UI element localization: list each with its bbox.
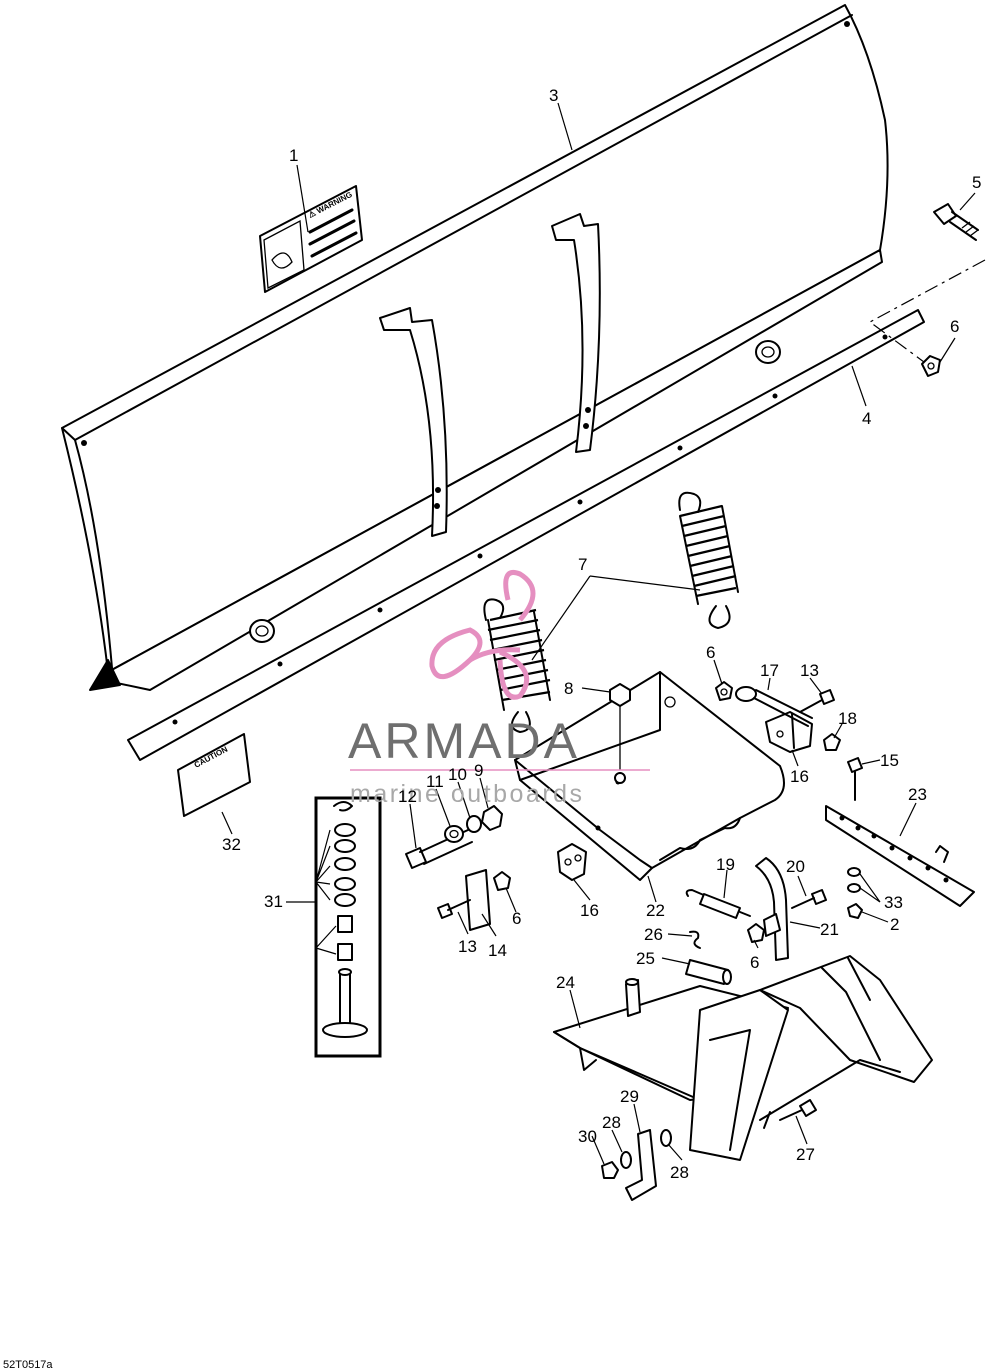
blade-brace-right [551,213,601,453]
hex-bolt-upper [799,689,835,713]
callout-8: 8 [564,679,573,698]
callout-22: 22 [646,901,665,920]
callout-33: 33 [884,893,903,912]
clip-26 [689,930,701,949]
callout-28: 28 [602,1113,621,1132]
leader-lines [221,102,976,1165]
hinge-bracket-left [557,843,587,881]
callout-labels: 1 3 5 6 4 7 8 6 17 13 18 16 9 10 11 12 1… [222,86,981,1182]
callout-4: 4 [862,409,871,428]
skid-washers-33 [847,867,861,893]
callout-6: 6 [512,909,521,928]
callout-6: 6 [706,643,715,662]
lock-spring-19 [685,889,751,919]
callout-20: 20 [786,857,805,876]
callout-11: 11 [426,772,444,791]
blade-brace-left [379,307,448,537]
armada-watermark: ARMADA marine outboards [348,570,650,808]
blade-bushing-left [249,619,275,643]
callout-16: 16 [580,901,599,920]
callout-25: 25 [636,949,655,968]
callout-9: 9 [474,761,483,780]
callout-13: 13 [800,661,819,680]
watermark-tagline: marine outboards [350,780,585,808]
callout-12: 12 [398,787,417,806]
callout-16: 16 [790,767,809,786]
lock-nut-18 [823,733,841,751]
push-frame [514,671,785,881]
callout-6: 6 [750,953,759,972]
flange-nut-wearbar [921,355,941,377]
callout-18: 18 [838,709,857,728]
bolt-alignment-line [868,259,986,366]
hex-bolt-lower [437,899,471,919]
callout-24: 24 [556,973,575,992]
drawing-code: 52T0517a [3,1359,53,1371]
skid-bolt-15 [847,757,863,801]
callout-1: 1 [289,146,298,165]
spring-right [678,491,739,629]
callout-2: 2 [890,915,899,934]
mount-bolt-27 [779,1099,817,1121]
skid-nut-2 [847,903,863,919]
latch-plate-29 [625,1129,657,1201]
bushing-11 [444,825,464,843]
callout-5: 5 [972,173,981,192]
callout-26: 26 [644,925,663,944]
carriage-bolt [933,203,979,241]
callout-27: 27 [796,1145,815,1164]
watermark-name: ARMADA [348,713,580,769]
washer-28-left [620,1151,632,1169]
callout-28: 28 [670,1163,689,1182]
callout-31: 31 [264,892,283,911]
callout-19: 19 [716,855,735,874]
blade-bushing-right [755,340,781,364]
callout-29: 29 [620,1087,639,1106]
caution-decal: CAUTION [177,733,251,817]
flange-nut-frame [715,681,733,701]
callout-21: 21 [820,920,839,939]
hinge-bracket-right [765,711,813,753]
mounting-bracket [553,955,933,1161]
washer-10 [466,815,482,833]
flange-nut-lock [747,923,765,943]
callout-6: 6 [950,317,959,336]
lock-bolt-20 [791,889,827,909]
adjuster-rod [735,686,813,727]
pin-25 [685,959,732,985]
callout-23: 23 [908,785,927,804]
clamp-plate [465,869,491,931]
hardware-kit-box [314,796,382,1058]
hex-nut-8 [609,683,631,784]
callout-32: 32 [222,835,241,854]
nut-9 [481,805,503,831]
callout-15: 15 [880,751,899,770]
callout-13: 13 [458,937,477,956]
callout-17: 17 [760,661,779,680]
callout-3: 3 [549,86,558,105]
washer-28-right [660,1129,672,1147]
callout-7: 7 [578,555,587,574]
callout-14: 14 [488,941,507,960]
skid-shoe [825,805,975,907]
plow-blade [61,4,889,691]
armada-logo-icon [429,570,536,700]
callout-30: 30 [578,1127,597,1146]
nut-30 [601,1161,619,1179]
flange-nut-plate [493,871,511,891]
wear-bar [127,309,925,761]
lock-handle-21 [755,857,789,961]
callout-10: 10 [448,765,467,784]
